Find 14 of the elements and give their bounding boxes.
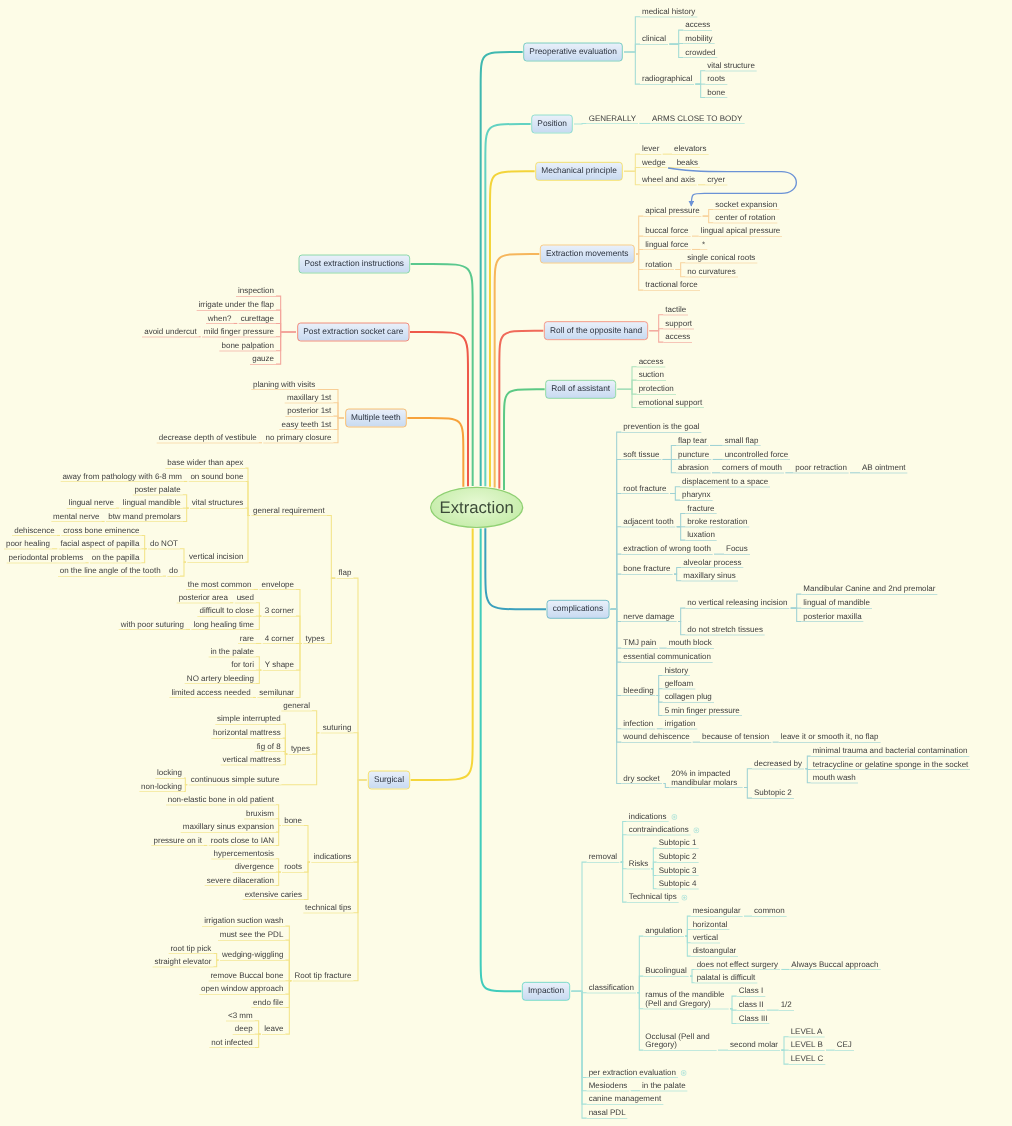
branch-line [406,417,465,488]
branch-line [484,527,547,611]
branch-line [409,263,474,488]
branch-line [479,51,524,488]
branch-line [493,253,541,489]
branch-line [498,329,545,490]
branch-line [409,331,469,488]
branch-line [409,527,474,781]
relationship-arrow [667,167,797,207]
central-topic: Extraction [430,486,524,528]
branch-line [484,123,532,488]
branch-line [489,170,536,488]
branch-line [503,388,546,491]
branch-line [479,527,523,993]
